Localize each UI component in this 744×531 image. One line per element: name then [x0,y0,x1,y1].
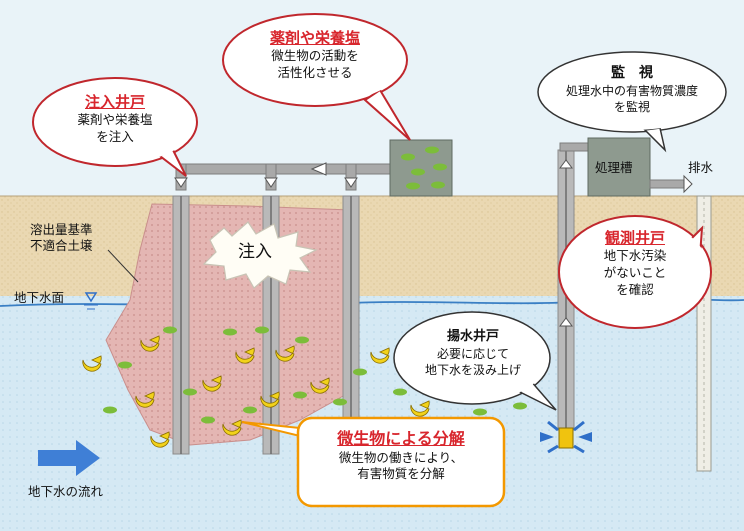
up-arrow-icon [559,159,573,169]
callout-title: 監 視 [611,65,653,81]
nutrient-pill-icons [401,146,447,190]
drainage-label: 排水 [688,160,714,175]
right-arrow-icon [683,174,693,194]
left-arrow-icon [310,162,327,176]
callout-line: 処理水中の有害物質濃度 [565,83,698,98]
callout-line: を注入 [96,129,134,145]
groundwater-surface-label: 地下水面 [14,290,65,305]
nutrients-callout: 薬剤や栄養塩 微生物の活動を 活性化させる [225,28,405,82]
callout-shapes [32,13,727,508]
down-arrow-icon [264,177,278,188]
treatment-tank [587,137,651,197]
callout-line: 必要に応じて [436,346,509,361]
water-table-marker-icon [84,292,98,303]
callout-line: 活性化させる [277,65,353,81]
microbe-icons [82,335,430,448]
callout-line: がないこと [603,265,667,281]
pump-icon [558,427,574,449]
callout-title: 揚水井戸 [446,329,499,344]
injection-burst-shape [202,221,318,289]
callout-title: 微生物による分解 [337,429,465,448]
treatment-tank-label: 処理槽 [595,160,633,175]
callout-title: 注入井戸 [84,93,145,111]
contaminated-soil-label-2: 不適合土壌 [30,238,93,253]
callout-line: 微生物の活動を [271,48,359,64]
injection-well-callout: 注入井戸 薬剤や栄養塩 を注入 [35,92,195,146]
pumping-well-callout: 揚水井戸 必要に応じて 地下水を汲み上げ [398,328,548,378]
callout-line: 微生物の働きにより、 [338,449,464,465]
supply-pipe [179,163,391,175]
callout-line: を監視 [613,100,650,115]
injection-burst-label: 注入 [238,242,272,262]
decomposition-callout: 微生物による分解 微生物の働きにより、 有害物質を分解 [300,428,502,483]
groundwater-flow-arrow-icon [38,440,100,476]
up-arrow-icon [559,317,573,327]
down-arrow-icon [174,177,188,188]
callout-line: 有害物質を分解 [357,466,445,482]
observation-well-callout: 観測井戸 地下水汚染 がないこと を確認 [575,228,695,299]
callout-line: を確認 [616,282,654,297]
callout-line: 地下水汚染 [603,248,667,264]
groundwater-flow-label: 地下水の流れ [28,484,104,499]
callout-line: 地下水を汲み上げ [424,362,521,377]
callout-title: 観測井戸 [604,229,665,247]
callout-line: 薬剤や栄養塩 [77,112,153,128]
contaminated-soil-label-1: 溶出量基準 [30,222,93,237]
callout-title: 薬剤や栄養塩 [269,29,360,47]
down-arrow-icon [344,177,358,188]
injection-wells [172,195,360,455]
monitoring-callout: 監 視 処理水中の有害物質濃度 を監視 [540,64,724,115]
